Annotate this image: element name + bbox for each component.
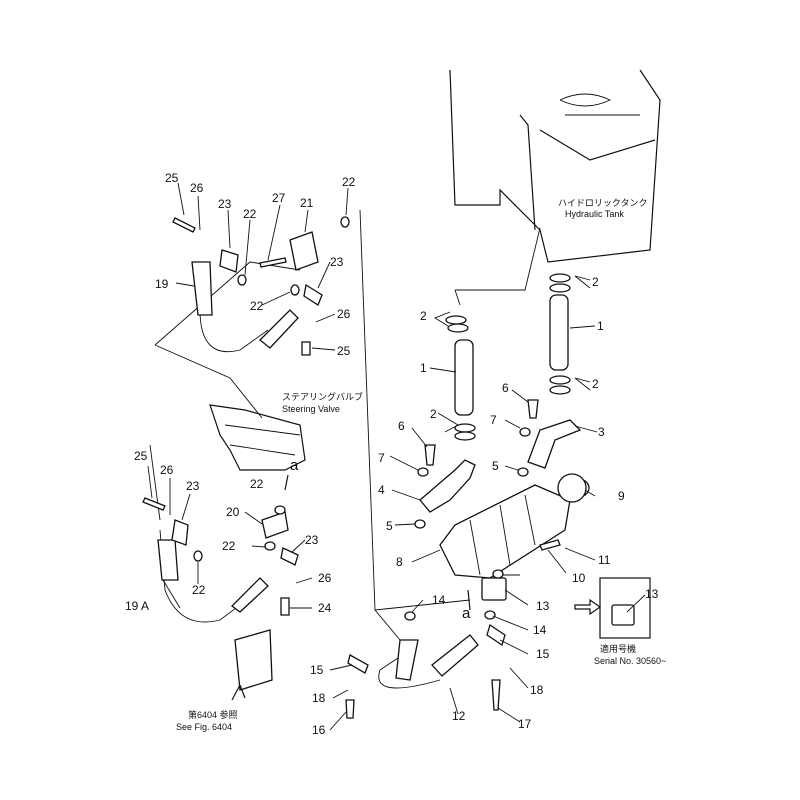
callout: 18	[312, 691, 326, 705]
callout: 6	[502, 381, 509, 395]
callout: 22	[250, 477, 264, 491]
callout: 22	[222, 539, 236, 553]
callout: 21	[300, 196, 314, 210]
callout: 8	[396, 555, 403, 569]
inset-arrow	[574, 598, 602, 616]
callout: 25	[165, 171, 179, 185]
callout: 18	[530, 683, 544, 697]
callout: 5	[386, 519, 393, 533]
callout: 4	[378, 483, 385, 497]
block-20	[261, 511, 289, 539]
callout: 22	[243, 207, 257, 221]
flanges	[171, 249, 506, 674]
steering-valve-jp: ステアリングバルブ	[282, 391, 363, 402]
block-13	[481, 577, 507, 601]
arrow-fig6404	[231, 684, 246, 701]
block-21	[289, 231, 319, 271]
callout: 14	[432, 593, 446, 607]
hoses	[157, 261, 569, 681]
callout: 2	[592, 377, 599, 391]
hydraulic-tank-jp: ハイドロリックタンク	[558, 198, 647, 208]
callout: 26	[190, 181, 204, 195]
callout: 10	[572, 571, 586, 585]
block-fig6404	[234, 629, 273, 691]
callout: 17	[518, 717, 532, 731]
callout: 22	[192, 583, 206, 597]
callout: 25	[134, 449, 148, 463]
serial-en: Serial No. 30560~	[594, 656, 666, 666]
callout: 19	[155, 277, 169, 291]
callout: 16	[312, 723, 326, 737]
ref-a-upper: a	[290, 457, 299, 474]
callout: 12	[452, 709, 466, 723]
callout-numbers: 25 26 23 22 27 21 22 19 22 23 26 25 2 2 …	[125, 171, 659, 737]
ref-a-lower: a	[462, 605, 471, 622]
callout: 6	[398, 419, 405, 433]
hose-12	[431, 634, 479, 677]
callout: 9	[618, 489, 625, 503]
callout: 5	[492, 459, 499, 473]
callout: 22	[342, 175, 356, 189]
serial-jp: 適用号機	[600, 643, 636, 654]
inset-frame	[599, 577, 651, 639]
callout: 2	[592, 275, 599, 289]
steering-valve	[209, 404, 306, 471]
callout: 22	[250, 299, 264, 313]
callout: 27	[272, 191, 286, 205]
arrow-a-upper	[284, 474, 289, 491]
callout: 23	[186, 479, 200, 493]
callout: 13	[645, 587, 659, 601]
steering-valve-en: Steering Valve	[282, 404, 340, 414]
callout: 13	[536, 599, 550, 613]
callout: 23	[218, 197, 232, 211]
callout: 1	[597, 319, 604, 333]
blocks	[231, 231, 471, 701]
see-fig-jp: 第6404 参照	[188, 709, 238, 720]
callout: 7	[378, 451, 385, 465]
callout: 2	[420, 309, 427, 323]
hydraulic-tank	[449, 69, 661, 263]
callout: 26	[337, 307, 351, 321]
callout: 2	[430, 407, 437, 421]
hydraulic-tank-en: Hydraulic Tank	[565, 209, 624, 219]
hose-lower	[231, 577, 269, 613]
hose-19	[191, 261, 213, 316]
callout: 26	[160, 463, 174, 477]
callout: 20	[226, 505, 240, 519]
clamps	[417, 273, 587, 503]
hose-1-left	[454, 339, 474, 416]
hose-routes	[149, 209, 541, 689]
elbows	[419, 419, 582, 513]
callout: 25	[337, 344, 351, 358]
arrow-a-lower	[467, 589, 471, 611]
leader-lines	[147, 182, 646, 731]
see-fig-en: See Fig. 6404	[176, 722, 232, 732]
elbow-3	[527, 419, 582, 469]
callout: 3	[598, 425, 605, 439]
callout: 24	[318, 601, 332, 615]
callout: 7	[490, 413, 497, 427]
o-rings	[193, 216, 529, 621]
callout: 23	[330, 255, 344, 269]
callout: 11	[598, 553, 611, 567]
hose-1-right	[549, 294, 569, 371]
hose-upper-right	[259, 309, 299, 349]
callout: 1	[420, 361, 427, 375]
callout: 14	[533, 623, 547, 637]
callout: 26	[318, 571, 332, 585]
callout: 15	[310, 663, 324, 677]
hose-15	[395, 639, 419, 681]
callout: 23	[305, 533, 319, 547]
hose-19a	[157, 539, 179, 581]
elbow-4	[419, 459, 476, 513]
bolts	[142, 217, 561, 719]
callout: 19 A	[125, 599, 149, 613]
callout: 15	[536, 647, 550, 661]
